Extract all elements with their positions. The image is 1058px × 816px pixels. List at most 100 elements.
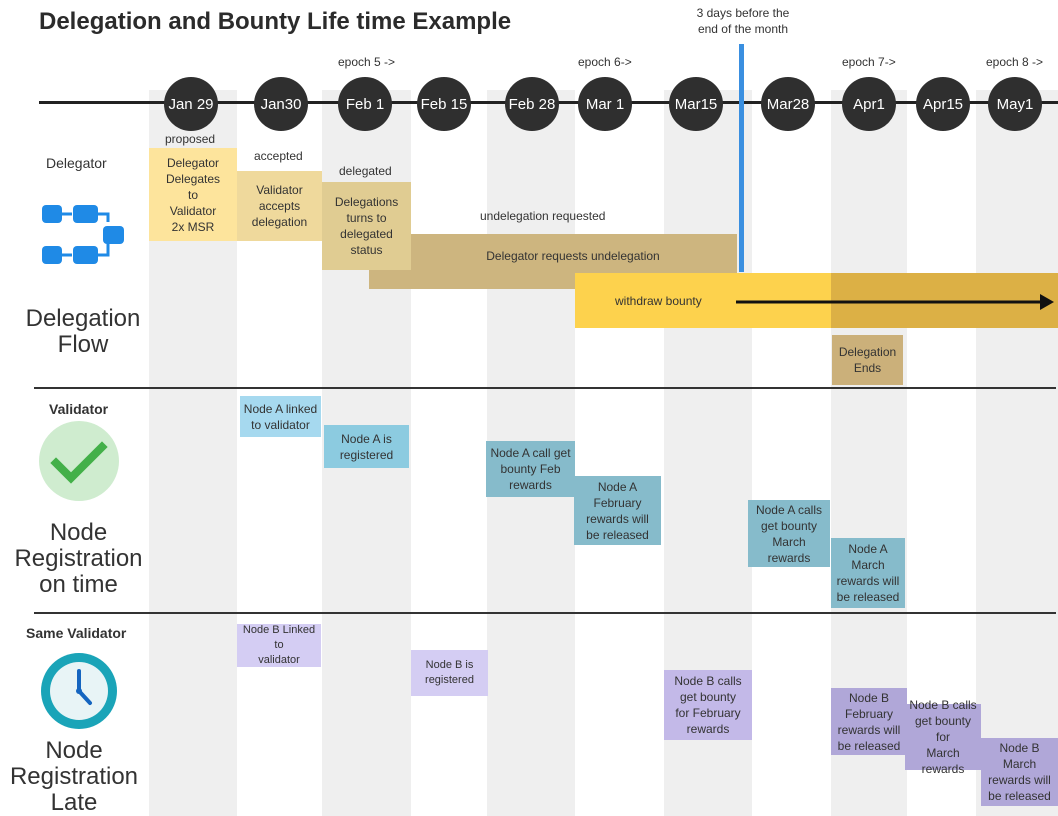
node-a-release-feb-line: be released xyxy=(586,527,649,542)
date-node-may1: May1 xyxy=(988,77,1042,131)
section-divider-2 xyxy=(34,612,1056,614)
delegated-label: delegated xyxy=(339,164,392,178)
proposed-box-line: 2x MSR xyxy=(171,219,215,234)
node-b-linked-box: Node B Linked to validator xyxy=(237,624,321,667)
node-b-registered-line: Node B is xyxy=(425,659,474,671)
node-b-linked-line: Node B Linked to xyxy=(242,624,316,651)
date-node-apr15: Apr15 xyxy=(916,77,970,131)
node-b-release-mar-box: Node B March rewards will be released xyxy=(981,738,1058,806)
node-b-call-feb-line: rewards xyxy=(686,722,730,736)
node-a-registered-line: registered xyxy=(339,447,394,462)
node-b-call-feb-box: Node B calls get bounty for February rew… xyxy=(664,670,752,740)
accepted-box: Validator accepts delegation xyxy=(237,171,322,241)
node-a-call-feb-line: bounty Feb xyxy=(500,462,561,476)
month-end-note-line2: end of the month xyxy=(697,22,789,36)
node-a-call-feb-line: rewards xyxy=(509,478,552,492)
late-title-line: Late xyxy=(50,789,98,816)
node-b-release-mar-line: rewards will xyxy=(988,773,1051,787)
delegation-flow-title-line1: Delegation xyxy=(25,305,141,332)
node-a-release-feb-line: rewards will xyxy=(586,511,649,526)
on-time-title-line: Node xyxy=(49,519,108,546)
node-b-call-mar-line: Node B calls xyxy=(909,698,977,712)
proposed-box-line: Delegates xyxy=(165,171,221,186)
node-b-release-mar-line: Node B March xyxy=(999,741,1040,771)
accepted-box-line: Validator xyxy=(256,183,303,197)
delegation-ends-box: Delegation Ends xyxy=(832,335,903,385)
node-b-release-mar-line: be released xyxy=(988,789,1051,803)
node-a-call-mar-line: Node A calls xyxy=(755,502,823,517)
month-end-note-line1: 3 days before the xyxy=(696,6,790,20)
node-b-call-mar-box: Node B calls get bounty for March reward… xyxy=(905,698,981,776)
late-title-line: Node xyxy=(45,737,103,764)
node-b-registered-box: Node B is registered xyxy=(411,650,488,696)
section-divider-1 xyxy=(34,387,1056,389)
node-a-call-mar-line: March xyxy=(772,534,806,549)
date-node-feb28: Feb 28 xyxy=(505,77,559,131)
delegated-box: Delegations turns to delegated status xyxy=(322,182,411,270)
date-node-mar15: Mar15 xyxy=(669,77,723,131)
accepted-box-line: delegation xyxy=(251,215,308,229)
date-node-feb15: Feb 15 xyxy=(417,77,471,131)
proposed-label: proposed xyxy=(165,132,216,146)
delegation-flow-icon xyxy=(42,205,124,264)
date-node-feb1: Feb 1 xyxy=(338,77,392,131)
on-time-title-line: on time xyxy=(39,571,118,598)
node-b-call-feb-line: Node B calls xyxy=(674,674,742,688)
node-b-call-mar-line: rewards xyxy=(921,762,965,776)
node-a-release-mar-line: rewards will xyxy=(836,574,900,588)
node-a-registered-box: Node A is registered xyxy=(324,425,409,468)
node-registration-on-time-title: Node Registration on time xyxy=(6,520,151,598)
column-may1 xyxy=(976,90,1058,816)
node-a-linked-box: Node A linked to validator xyxy=(240,396,321,437)
node-a-registered-line: Node A is xyxy=(341,431,392,446)
node-a-release-feb-line: February xyxy=(593,495,642,510)
withdraw-arrow-icon xyxy=(736,294,1054,310)
epoch-6-label: epoch 6-> xyxy=(578,55,632,69)
date-node-jan30: Jan30 xyxy=(254,77,308,131)
same-validator-heading: Same Validator xyxy=(26,625,127,641)
node-a-linked-line: to validator xyxy=(251,417,310,432)
node-b-call-feb-line: get bounty xyxy=(679,690,737,704)
epoch-8-label: epoch 8 -> xyxy=(986,55,1044,69)
month-end-note: 3 days before the end of the month xyxy=(680,5,806,37)
on-time-title-line: Registration xyxy=(14,545,143,572)
date-node-mar1: Mar 1 xyxy=(578,77,632,131)
proposed-box-line: Delegator xyxy=(166,155,219,170)
node-a-release-mar-line: Node A xyxy=(848,542,888,556)
date-node-apr1: Apr1 xyxy=(842,77,896,131)
node-b-call-mar-line: March xyxy=(926,746,960,760)
node-a-linked-line: Node A linked xyxy=(243,401,318,416)
date-node-mar28: Mar28 xyxy=(761,77,815,131)
late-title-line: Registration xyxy=(9,763,139,790)
date-node-jan29: Jan 29 xyxy=(164,77,218,131)
delegated-box-line: turns to xyxy=(346,211,387,225)
delegation-flow-title-line2: Flow xyxy=(57,331,109,358)
node-b-release-feb-line: rewards will xyxy=(837,722,901,737)
accepted-label: accepted xyxy=(254,149,303,163)
proposed-box-line: Validator xyxy=(169,203,217,218)
proposed-box: Delegator Delegates to Validator 2x MSR xyxy=(149,148,237,241)
delegator-heading: Delegator xyxy=(46,155,107,171)
undelegation-request-label: Delegator requests undelegation xyxy=(486,248,660,263)
delegation-ends-line: Ends xyxy=(853,361,882,375)
node-a-release-feb-line: Node A xyxy=(597,479,638,494)
delegated-box-line: Delegations xyxy=(334,195,399,209)
node-b-release-feb-line: Node B xyxy=(848,690,890,705)
node-a-release-mar-line: March xyxy=(851,558,885,572)
accepted-box-line: accepts xyxy=(258,199,301,213)
epoch-7-label: epoch 7-> xyxy=(842,55,896,69)
validator-heading: Validator xyxy=(49,401,109,417)
node-a-call-mar-box: Node A calls get bounty March rewards xyxy=(748,500,830,567)
node-a-call-feb-line: Node A call get xyxy=(490,446,571,460)
delegation-ends-line: Delegation xyxy=(838,345,897,359)
node-a-call-mar-line: rewards xyxy=(767,550,811,565)
node-registration-late-title: Node Registration Late xyxy=(4,738,144,816)
node-b-call-mar-line: get bounty for xyxy=(914,714,972,744)
checkmark-icon xyxy=(39,421,119,501)
delegation-flow-title: Delegation Flow xyxy=(18,306,148,358)
epoch-5-label: epoch 5 -> xyxy=(338,55,396,69)
node-a-release-mar-box: Node A March rewards will be released xyxy=(831,538,905,608)
node-a-call-feb-box: Node A call get bounty Feb rewards xyxy=(486,441,575,497)
delegated-box-line: status xyxy=(350,243,383,257)
node-b-linked-line: validator xyxy=(258,654,300,666)
